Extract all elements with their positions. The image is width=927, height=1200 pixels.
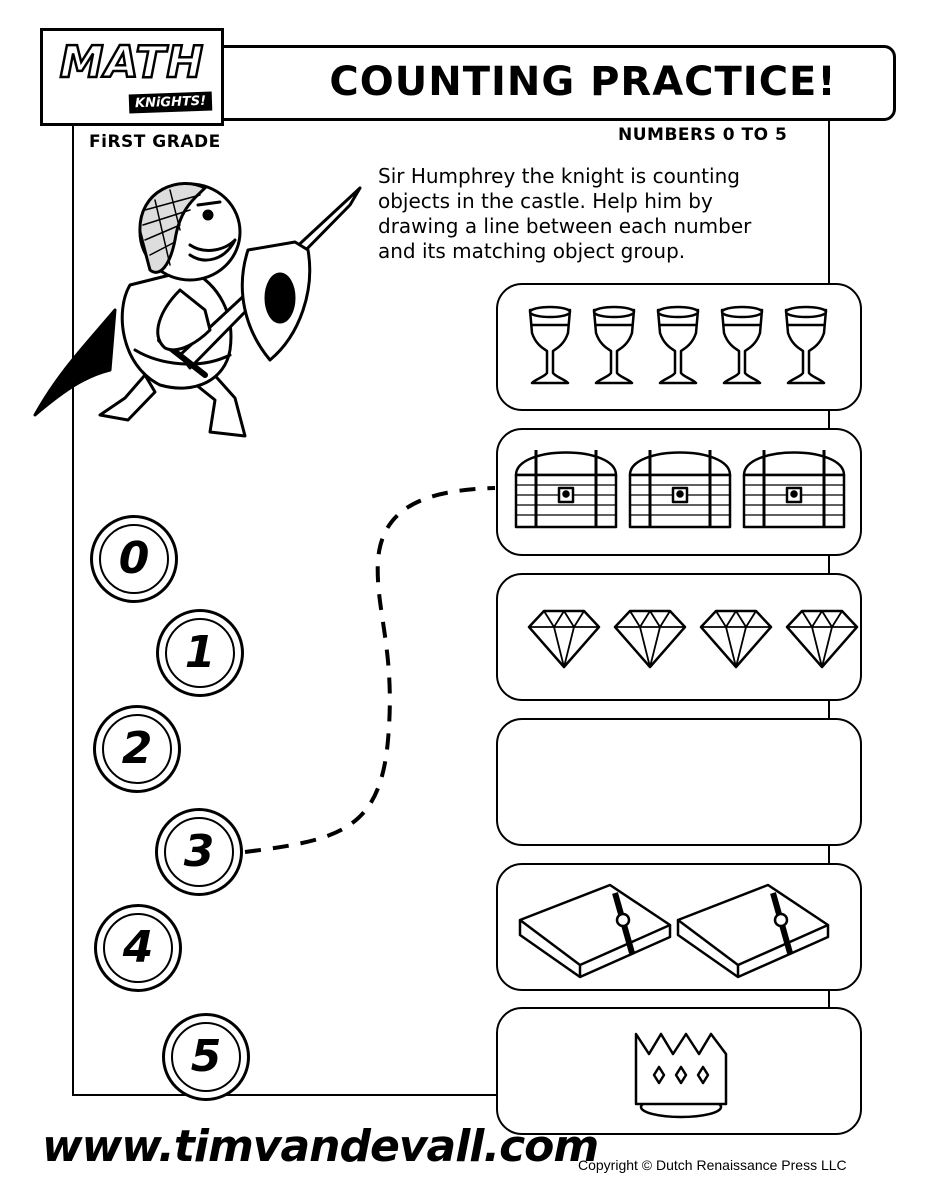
diamond-icon [613,609,687,669]
object-box-empty[interactable] [496,718,862,846]
goblet-icon [592,305,636,385]
goblet-icon [656,305,700,385]
knight-illustration [33,182,362,438]
instructions-text: Sir Humphrey the knight is counting obje… [378,164,752,263]
object-box-goblet[interactable] [496,283,862,411]
number-label: 5 [171,1022,241,1092]
treasure-chest-icon [628,450,732,529]
grade-label: FiRST GRADE [89,132,221,152]
object-box-diamond[interactable] [496,573,862,701]
diamond-icon [785,609,859,669]
title-banner: COUNTING PRACTICE! [210,45,896,121]
number-circle-4[interactable]: 4 [94,904,182,992]
diamond-icon [527,609,601,669]
page-title: COUNTING PRACTICE! [329,59,837,105]
number-label: 4 [103,913,173,983]
number-label: 2 [102,714,172,784]
math-knights-logo: MATH KNiGHTS! [40,28,224,126]
number-circle-1[interactable]: 1 [156,609,244,697]
number-circle-0[interactable]: 0 [90,515,178,603]
logo-knights-text: KNiGHTS! [128,91,213,114]
number-label: 3 [164,817,234,887]
copyright-text: Copyright © Dutch Renaissance Press LLC [578,1157,847,1173]
crown-icon [634,1032,728,1119]
book-icon [518,883,672,979]
object-box-book[interactable] [496,863,862,991]
goblet-icon [784,305,828,385]
diamond-icon [699,609,773,669]
number-label: 1 [165,618,235,688]
number-range-label: NUMBERS 0 TO 5 [618,125,788,145]
treasure-chest-icon [514,450,618,529]
treasure-chest-icon [742,450,846,529]
logo-math-text: MATH [59,37,205,88]
goblet-icon [720,305,764,385]
number-circle-2[interactable]: 2 [93,705,181,793]
number-circle-3[interactable]: 3 [155,808,243,896]
number-circle-5[interactable]: 5 [162,1013,250,1101]
book-icon [676,883,830,979]
object-box-crown[interactable] [496,1007,862,1135]
goblet-icon [528,305,572,385]
number-label: 0 [99,524,169,594]
object-box-treasure-chest[interactable] [496,428,862,556]
